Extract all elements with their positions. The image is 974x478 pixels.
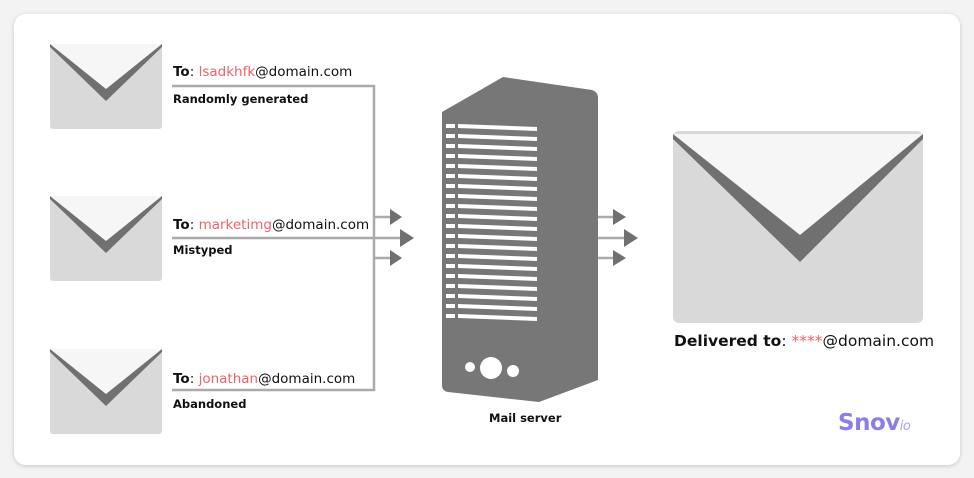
server-slot-small xyxy=(446,284,455,288)
server-slot xyxy=(458,144,537,151)
arrow-icon xyxy=(613,250,626,266)
server-slot-small xyxy=(446,124,455,128)
server-slot xyxy=(458,314,537,321)
local-part: lsadkhfk xyxy=(198,64,256,80)
server-slot xyxy=(458,244,537,251)
server-slot xyxy=(458,194,537,201)
server-slot-small xyxy=(446,164,455,168)
server-slot-small xyxy=(446,144,455,148)
server-slot-small xyxy=(446,154,455,158)
arrow-icon xyxy=(400,229,414,247)
server-icon xyxy=(442,77,598,402)
masked-local-part: **** xyxy=(791,332,823,350)
server-slot xyxy=(458,254,537,261)
snov-logo: Snovio xyxy=(838,410,911,436)
server-slot-small xyxy=(446,134,455,138)
delivered-address: Delivered to: ****@domain.com xyxy=(674,332,935,350)
server-label: Mail server xyxy=(489,411,562,425)
sender-caption-random: Randomly generated xyxy=(173,92,309,106)
server-slot xyxy=(458,134,537,141)
server-slot xyxy=(458,154,537,161)
server-slot xyxy=(458,234,537,241)
envelope-icon-delivered xyxy=(673,131,923,323)
server-slot-small xyxy=(446,244,455,248)
server-slot xyxy=(458,124,537,131)
local-part: jonathan xyxy=(198,371,259,387)
sender-address-abandoned: To: jonathan@domain.com xyxy=(173,371,356,387)
server-slot-small xyxy=(446,184,455,188)
server-slot xyxy=(458,204,537,211)
sender-address-mistyped: To: marketimg@domain.com xyxy=(173,217,370,233)
envelope-icon-abandoned xyxy=(50,349,162,434)
server-slot-small xyxy=(446,254,455,258)
server-slot xyxy=(458,214,537,221)
server-slot-small xyxy=(446,204,455,208)
sender-caption-mistyped: Mistyped xyxy=(173,243,233,257)
server-slot-small xyxy=(446,224,455,228)
server-slot xyxy=(458,164,537,171)
server-slot-small xyxy=(446,264,455,268)
server-slot-small xyxy=(446,214,455,218)
envelope-icon-random xyxy=(50,44,162,129)
server-slot xyxy=(458,284,537,291)
arrow-icon xyxy=(624,229,638,247)
server-slot xyxy=(458,274,537,281)
connector-lines xyxy=(172,84,624,392)
server-slot-small xyxy=(446,234,455,238)
sender-caption-abandoned: Abandoned xyxy=(173,397,247,411)
server-slot-small xyxy=(446,194,455,198)
server-slot-small xyxy=(446,304,455,308)
server-slot-small xyxy=(446,174,455,178)
arrow-icons-out xyxy=(613,209,638,266)
local-part: marketimg xyxy=(198,217,272,233)
server-slot xyxy=(458,184,537,191)
server-slot-small xyxy=(446,294,455,298)
server-slot-small xyxy=(446,274,455,278)
arrow-icon xyxy=(390,209,402,225)
arrow-icon xyxy=(390,250,402,266)
arrow-icon xyxy=(613,209,626,225)
server-slot-small xyxy=(446,314,455,318)
server-slot xyxy=(458,304,537,311)
arrow-icons-in xyxy=(390,209,414,266)
server-slot xyxy=(458,224,537,231)
envelope-icon-mistyped xyxy=(50,196,162,281)
server-slot xyxy=(458,294,537,301)
sender-address-random: To: lsadkhfk@domain.com xyxy=(173,64,353,80)
server-slot xyxy=(458,174,537,181)
server-slot xyxy=(458,264,537,271)
